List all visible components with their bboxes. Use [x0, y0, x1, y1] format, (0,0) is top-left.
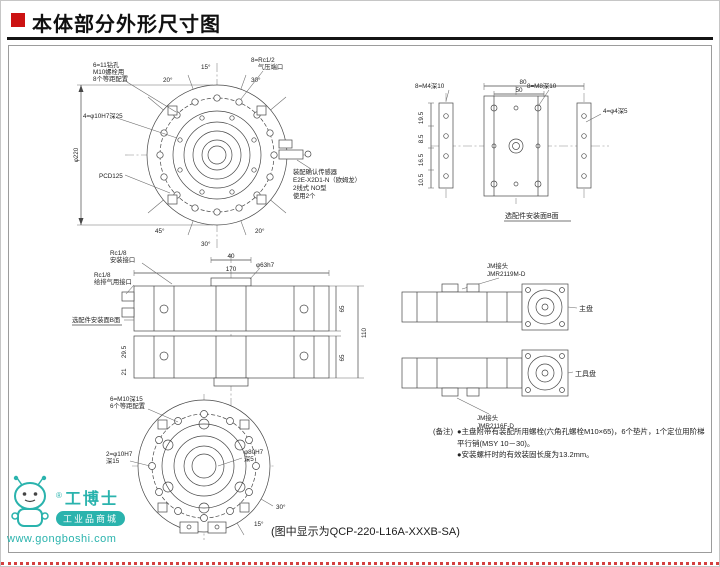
bface-m4-note: 8=M4深10	[415, 81, 445, 90]
side-dim-65b: 65	[339, 354, 346, 362]
title-red-square	[11, 13, 25, 27]
front-pin-note: 4=φ10H7深25	[83, 111, 123, 120]
side-dim-40: 40	[227, 253, 235, 260]
side-view-drawing: 40 φ63h7 170 Rc1/8 安装接口 Rc1/8 给排气用接口 选配件…	[72, 250, 368, 411]
bface-dim-80: 80	[519, 79, 527, 86]
bface-view-drawing: 80 50 19.5 8.5 16.5 10.5 8=M4深10 8=M8深10…	[415, 79, 628, 222]
front-bolt-note-1: 6=11钻孔	[93, 60, 120, 69]
tool-angle-1: 15°	[254, 520, 264, 528]
front-port-note-2: 气压端口	[258, 62, 283, 71]
tool-bore-note-2: 深5	[244, 454, 254, 463]
bface-dim-l4: 10.5	[418, 173, 425, 186]
bface-m8-note: 8=M8深10	[527, 81, 557, 90]
side-rc-mount-1: Rc1/8	[110, 250, 127, 257]
logo-row: ®工博士 工业品商城	[7, 475, 137, 531]
side-dim-110: 110	[361, 327, 368, 338]
front-angle-top-2: 15°	[201, 63, 211, 71]
tool-bore-note-1: φ80H7	[244, 449, 264, 456]
front-sensor-note-4: 使用2个	[293, 191, 316, 200]
bface-caption: 选配件安装面B面	[505, 211, 559, 220]
front-sensor-note-1: 装配确认传感器	[293, 167, 338, 176]
title-underline	[7, 37, 713, 40]
front-port-note-1: 8=Rc1/2	[251, 57, 275, 64]
tool-m10-note-1: 6=M10深15	[110, 394, 143, 403]
front-sensor-note-3: 2线式 NO型	[293, 183, 327, 192]
front-view-drawing: 6=11钻孔 M10螺栓用 8个等距配置 4=φ10H7深25 8=Rc1/2 …	[73, 57, 361, 250]
plates-jm-top-2: JMR2119M-D	[487, 271, 526, 278]
tool-pin-note-1: 2=φ10H7	[106, 451, 133, 458]
tool-pin-note-2: 深15	[106, 456, 120, 465]
bface-dim-l1: 19.5	[418, 111, 425, 124]
logo-text-column: ®工博士 工业品商城	[56, 475, 126, 527]
plates-master-label: 主盘	[579, 304, 593, 313]
front-bolt-note-2: M10螺栓用	[93, 67, 124, 76]
bface-geometry	[428, 83, 609, 204]
tool-view-geometry	[129, 394, 276, 540]
front-sensor-note-2: E2E-X2D1-N（欧姆龙）	[293, 175, 361, 184]
front-angle-bottom-2: 30°	[201, 240, 211, 248]
note-bullet-2: ●安装螺杆时的有效装固长度为13.2mm。	[457, 450, 594, 460]
bface-dim-50: 50	[515, 87, 523, 94]
front-view-geometry	[77, 63, 312, 250]
tool-m10-note-2: 6个等距配置	[110, 401, 145, 410]
side-dim-295: 29.5	[121, 345, 128, 358]
logo-url: www.gongboshi.com	[7, 533, 117, 545]
side-bface-note: 选配件安装面B面	[72, 315, 120, 324]
plates-jm-bot-2: JMR2116F-D	[477, 423, 514, 430]
notes-body: ●主盘附带有装配所用螺栓(六角孔螺栓M10×65)，6个垫片，1个定位用阶梯平行…	[457, 426, 711, 461]
figure-caption: (图中显示为QCP-220-L16A-XXXB-SA)	[271, 526, 460, 538]
side-dim-21: 21	[121, 368, 128, 376]
side-rc-air-1: Rc1/8	[94, 272, 111, 279]
logo-name-text: 工博士	[64, 491, 119, 508]
bface-dim-l3: 16.5	[418, 153, 425, 166]
mascot-icon	[11, 475, 49, 527]
side-rc-air-2: 给排气用接口	[94, 277, 132, 286]
side-dim-63: φ63h7	[256, 262, 275, 269]
plates-tool-label: 工具盘	[575, 369, 596, 378]
logo-tagline: 工业品商城	[56, 511, 126, 526]
front-angle-top-3: 30°	[251, 76, 261, 84]
front-angle-bottom-3: 20°	[255, 227, 265, 235]
plates-jm-top-1: JM接头	[487, 261, 508, 270]
bface-dim-l2: 8.5	[418, 134, 425, 143]
front-angle-top-1: 20°	[163, 76, 173, 84]
tool-angle-2: 30°	[276, 503, 286, 511]
bface-d4-note: 4=φ4深5	[603, 106, 628, 115]
gongboshi-logo: ®工博士 工业品商城 www.gongboshi.com	[7, 475, 137, 545]
plates-jm-bot-1: JM接头	[477, 413, 498, 422]
front-bolt-note-3: 8个等距配置	[93, 74, 128, 83]
front-dim-outer: φ220	[73, 147, 80, 162]
side-rc-mount-2: 安装接口	[110, 255, 135, 264]
plates-geometry	[401, 277, 578, 415]
side-view-geometry	[121, 254, 364, 411]
note-bullet-1: ●主盘附带有装配所用螺栓(六角孔螺栓M10×65)，6个垫片，1个定位用阶梯平行…	[457, 427, 705, 448]
registered-mark: ®	[56, 490, 64, 500]
side-dim-170: 170	[226, 266, 237, 273]
notes-label: (备注)	[433, 427, 453, 436]
notes-block: (备注) ●主盘附带有装配所用螺栓(六角孔螺栓M10×65)，6个垫片，1个定位…	[433, 426, 711, 461]
side-dim-65a: 65	[339, 305, 346, 313]
front-angle-bottom-1: 45°	[155, 227, 165, 235]
page-title: 本体部分外形尺寸图	[32, 14, 221, 36]
drawing-area: 6=11钻孔 M10螺栓用 8个等距配置 4=φ10H7深25 8=Rc1/2 …	[8, 45, 712, 553]
logo-name: ®工博士	[56, 485, 125, 509]
plates-view-drawing: JM接头 JMR2119M-D 主盘 工具盘 JM接头 JMR2116F-D	[401, 261, 596, 430]
front-dim-pcd: PCD125	[99, 173, 123, 180]
tool-view-drawing: 6=M10深15 6个等距配置 2=φ10H7 深15 φ80H7 深5 15°…	[106, 394, 286, 540]
